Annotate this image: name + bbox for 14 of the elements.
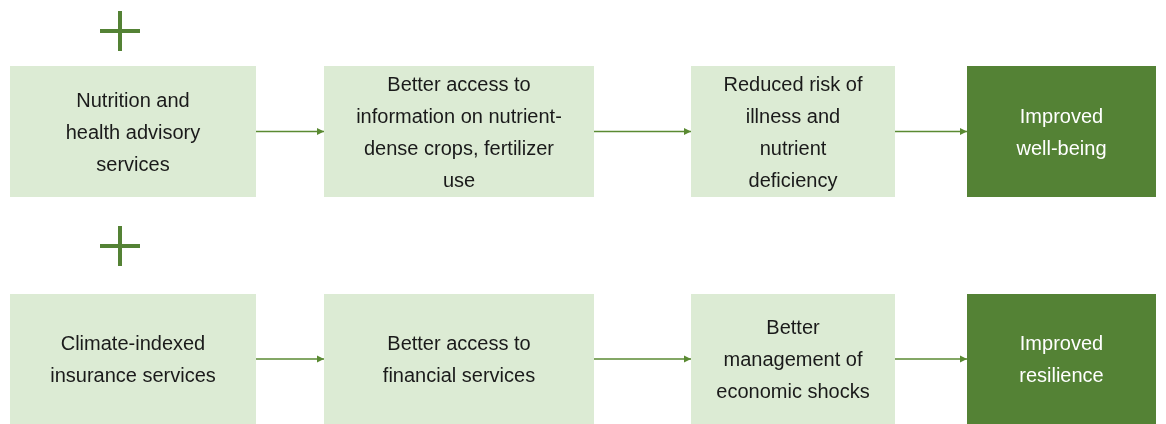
arrow [255,128,325,135]
arrow [255,355,325,363]
process-box: Reduced risk of illness and nutrient deficiency [691,66,895,197]
arrow [593,128,692,135]
process-box: Better management of economic shocks [691,294,895,424]
process-box: Climate-indexed insurance services [10,294,256,424]
process-box: Better access to information on nutrient-dense crops, fertilizer use [324,66,594,197]
arrow [894,355,968,363]
process-box: Nutrition and health advisory services [10,66,256,197]
outcome-box: Improved well-being [967,66,1156,197]
arrow [593,355,692,363]
outcome-box: Improved resilience [967,294,1156,424]
process-box: Better access to financial services [324,294,594,424]
arrow [894,128,968,135]
